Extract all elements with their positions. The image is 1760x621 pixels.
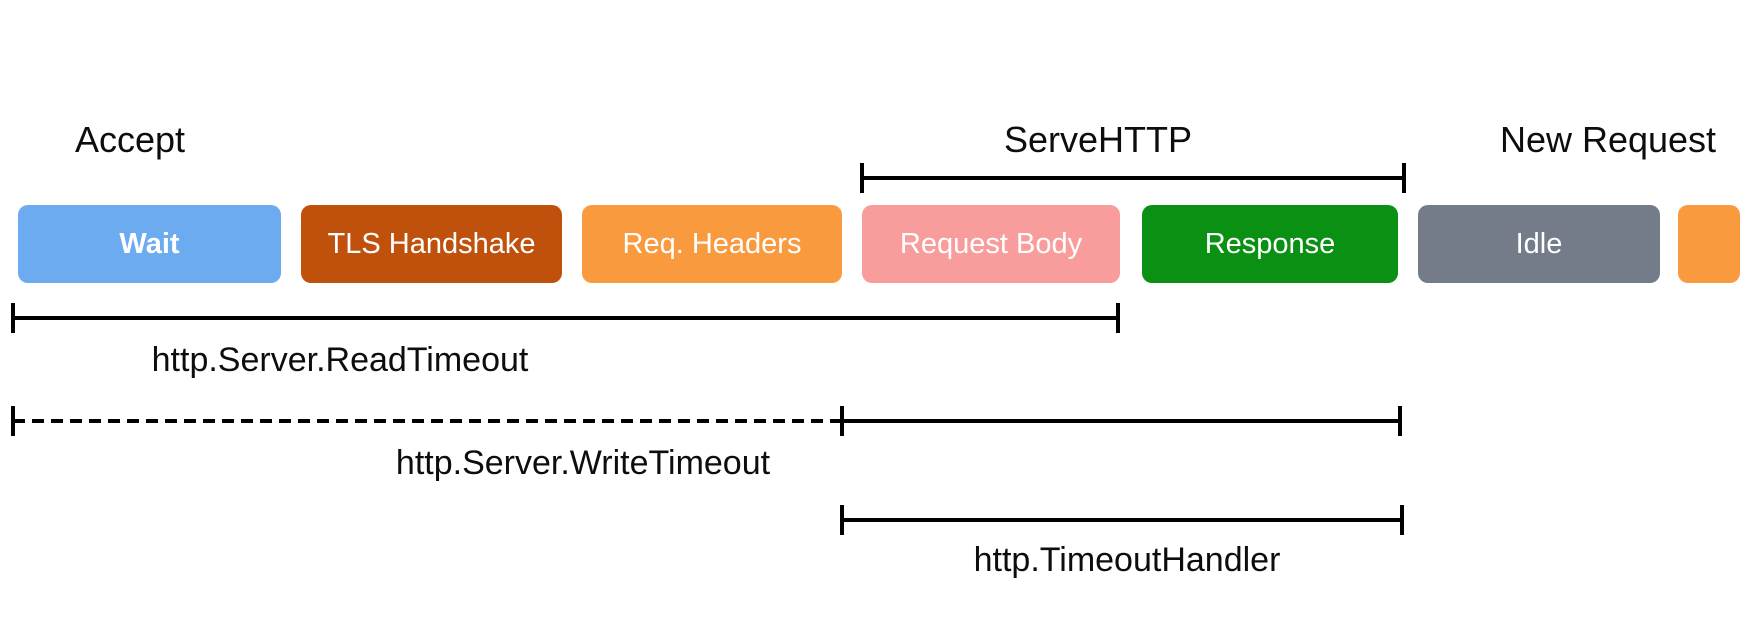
read-timeout-bracket-tick: [1116, 303, 1120, 333]
read-timeout-label: http.Server.ReadTimeout: [151, 341, 529, 379]
write-timeout-bracket-tick: [840, 406, 844, 436]
response-block: Response: [1142, 205, 1398, 283]
tls-handshake-block-label: TLS Handshake: [327, 227, 536, 260]
response-block-label: Response: [1204, 227, 1336, 260]
write-timeout-bracket-tick: [1398, 406, 1402, 436]
timeout-handler-bracket-line-solid: [842, 518, 1402, 522]
new-request-phase-label: New Request: [1499, 119, 1717, 160]
write-timeout-bracket-line-solid: [842, 419, 1400, 423]
accept-phase-label: Accept: [74, 119, 186, 160]
servehttp-bracket-tick: [1402, 163, 1406, 193]
timeout-handler-bracket-tick: [840, 505, 844, 535]
tls-handshake-block: TLS Handshake: [301, 205, 562, 283]
timeout-handler-label: http.TimeoutHandler: [973, 541, 1281, 579]
write-timeout-bracket-line-dashed: [13, 419, 842, 423]
request-body-block-label: Request Body: [899, 227, 1083, 260]
wait-block-label: Wait: [119, 227, 180, 260]
read-timeout-bracket-tick: [11, 303, 15, 333]
timeout-handler-bracket-tick: [1400, 505, 1404, 535]
next-request-block: [1678, 205, 1740, 283]
idle-block: Idle: [1418, 205, 1660, 283]
request-body-block: Request Body: [862, 205, 1120, 283]
servehttp-phase-label: ServeHTTP: [1003, 119, 1193, 160]
servehttp-bracket-line-solid: [862, 176, 1404, 180]
req-headers-block: Req. Headers: [582, 205, 842, 283]
write-timeout-bracket-tick: [11, 406, 15, 436]
read-timeout-bracket-line-solid: [13, 316, 1118, 320]
wait-block: Wait: [18, 205, 281, 283]
idle-block-label: Idle: [1515, 227, 1563, 260]
write-timeout-label: http.Server.WriteTimeout: [395, 444, 771, 482]
servehttp-bracket-tick: [860, 163, 864, 193]
req-headers-block-label: Req. Headers: [622, 227, 802, 260]
